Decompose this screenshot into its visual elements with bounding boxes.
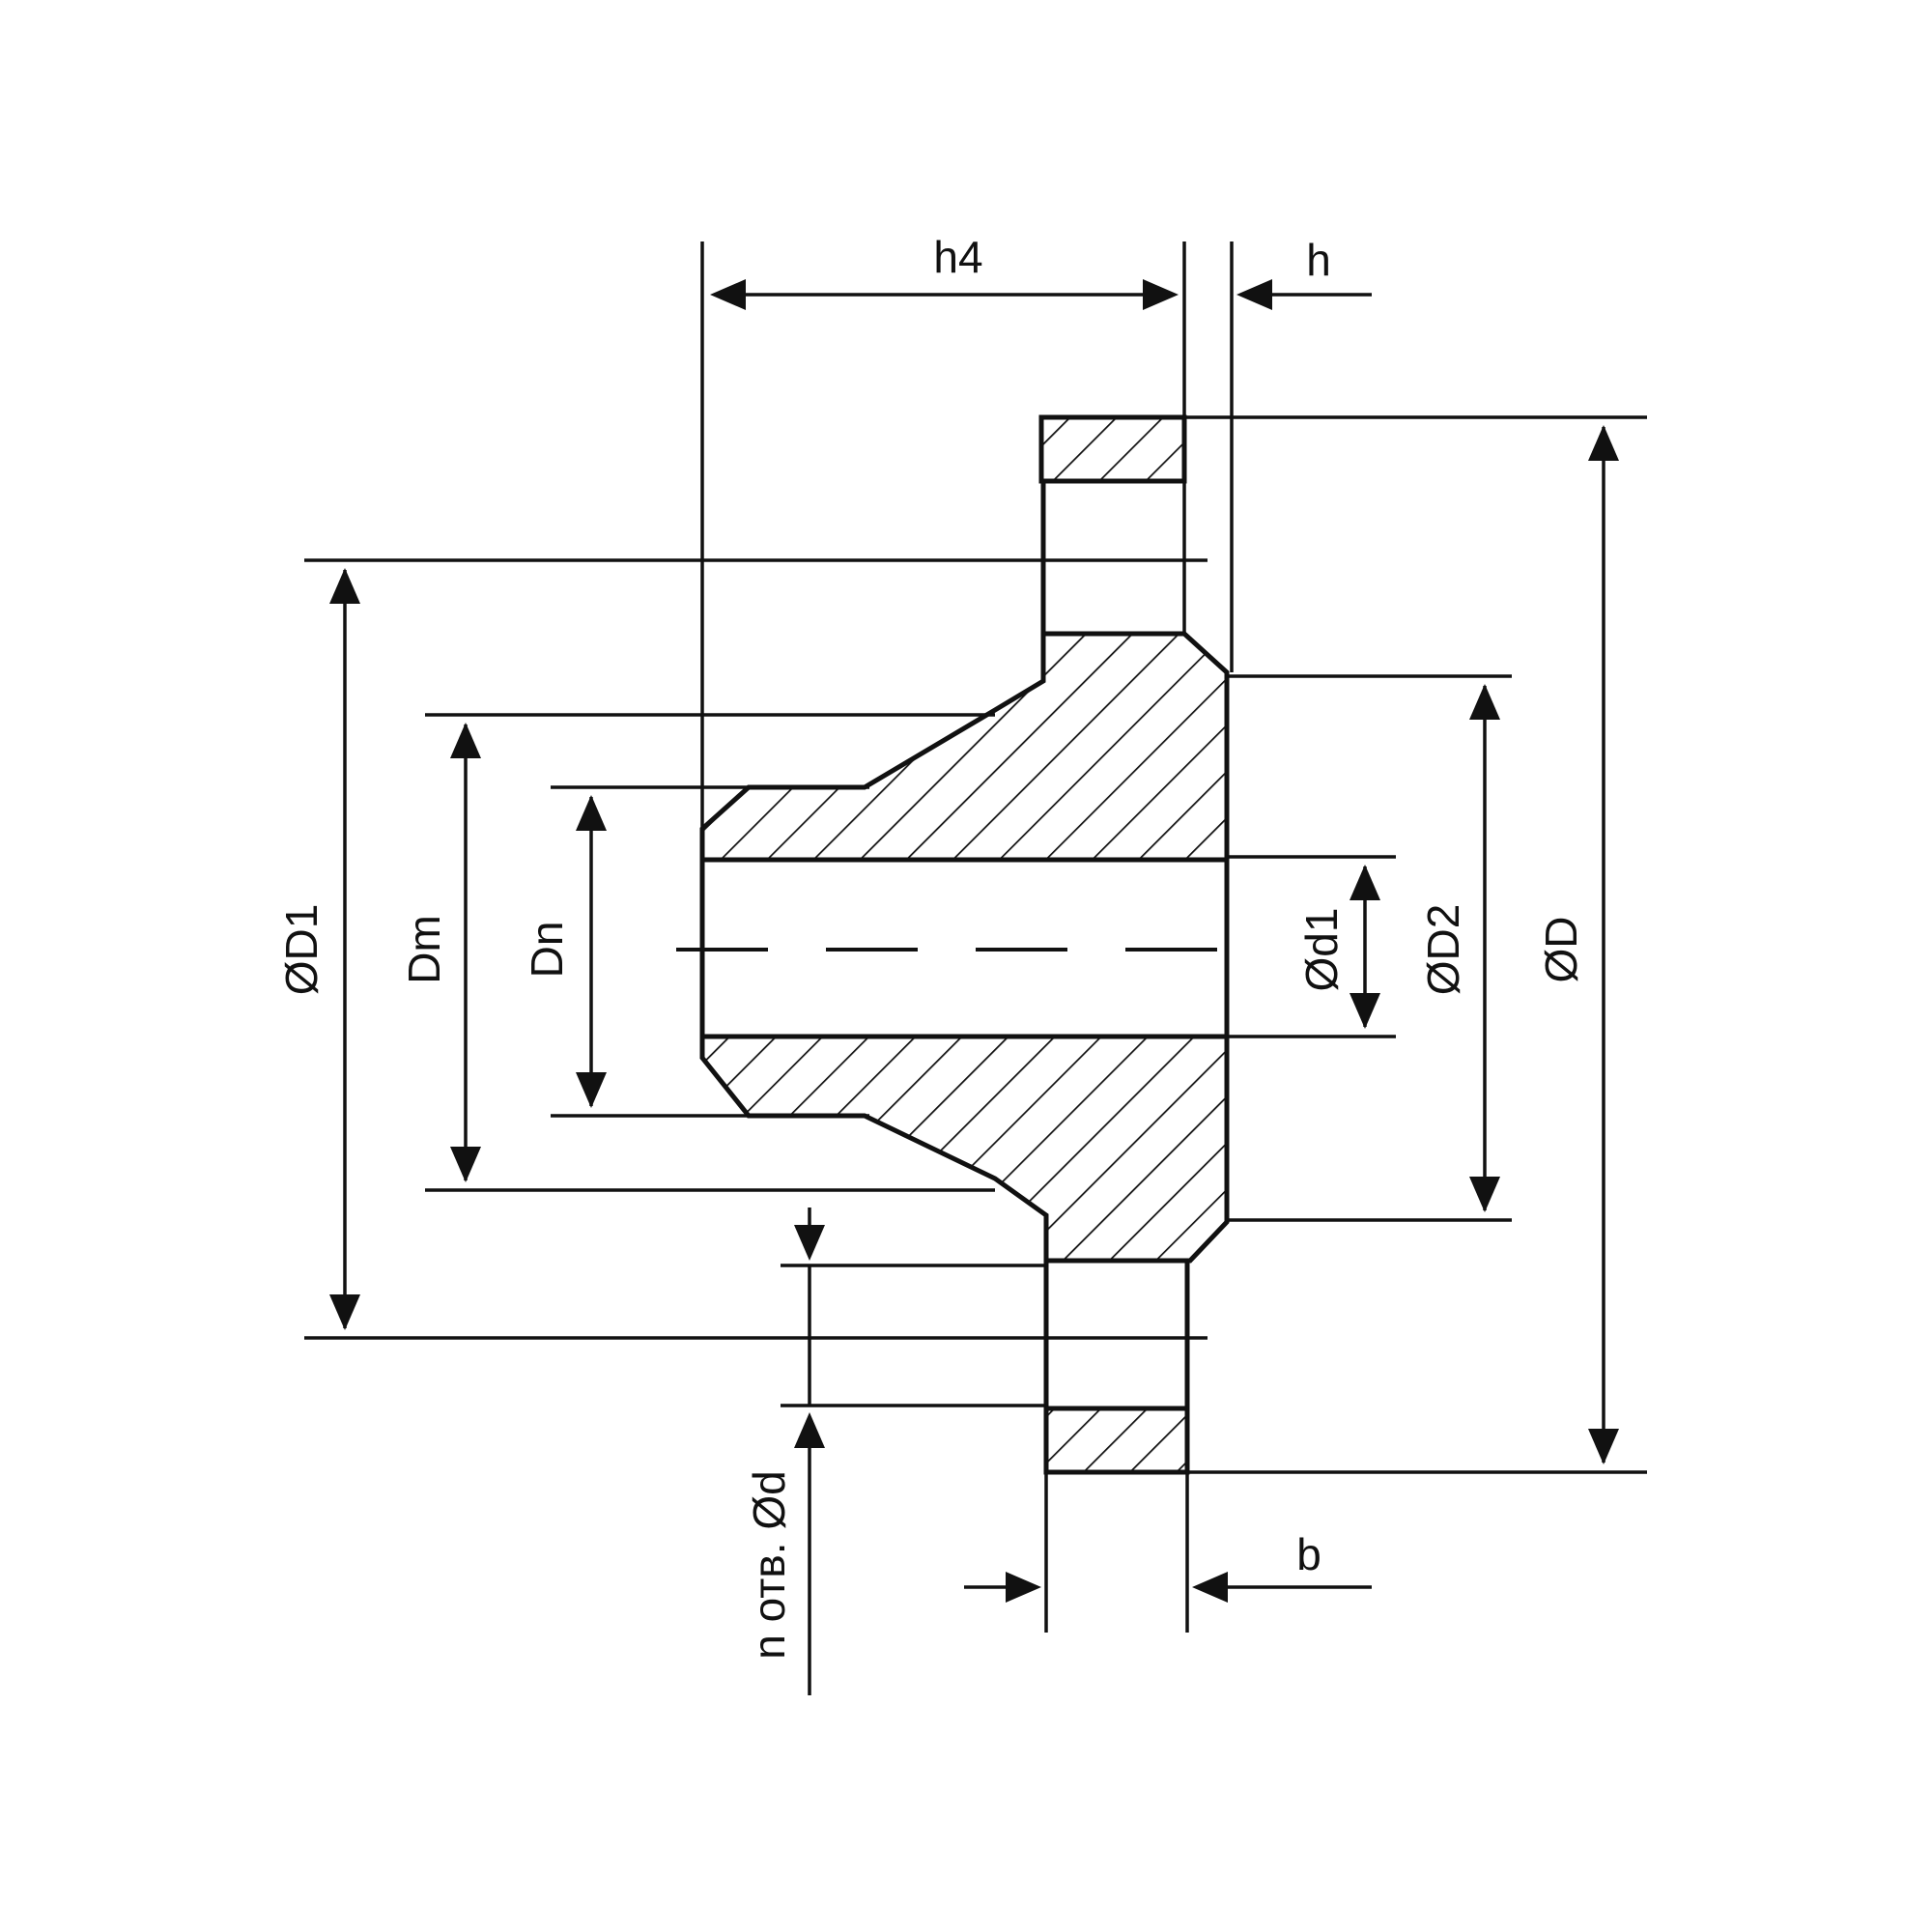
label-d1: Ød1	[1296, 908, 1347, 992]
section-hatching	[702, 417, 1227, 1472]
dimension-d1	[1350, 865, 1380, 1029]
label-D1: ØD1	[276, 904, 327, 996]
dimension-D2	[1469, 684, 1500, 1212]
dimension-h4	[710, 279, 1179, 310]
hub-top-hatch	[702, 634, 1227, 860]
flange-bottom-hatch	[1046, 1408, 1187, 1472]
dimension-b	[964, 1572, 1372, 1603]
extension-lines	[304, 242, 1647, 1633]
label-Dn: Dn	[522, 922, 572, 979]
dimension-h	[1236, 279, 1372, 310]
dimension-hole-d	[794, 1208, 825, 1695]
hub-bottom-outline	[699, 1034, 1230, 1264]
label-D: ØD	[1536, 917, 1586, 983]
dimension-Dn	[576, 795, 607, 1108]
dimension-D	[1588, 425, 1619, 1464]
flange-bottom-outline	[1043, 1406, 1190, 1475]
hub-bottom-hatch	[702, 1037, 1227, 1261]
dimension-D1	[329, 568, 360, 1330]
flange-outline	[699, 414, 1230, 1475]
flange-top-hatch	[1041, 417, 1184, 481]
label-h: h	[1306, 235, 1331, 285]
label-b: b	[1296, 1529, 1321, 1579]
label-Dm: Dm	[399, 915, 449, 984]
label-D2: ØD2	[1418, 904, 1468, 996]
label-h4: h4	[933, 232, 982, 282]
dimension-Dm	[450, 723, 481, 1182]
label-holes: n отв. Ød	[744, 1470, 794, 1659]
